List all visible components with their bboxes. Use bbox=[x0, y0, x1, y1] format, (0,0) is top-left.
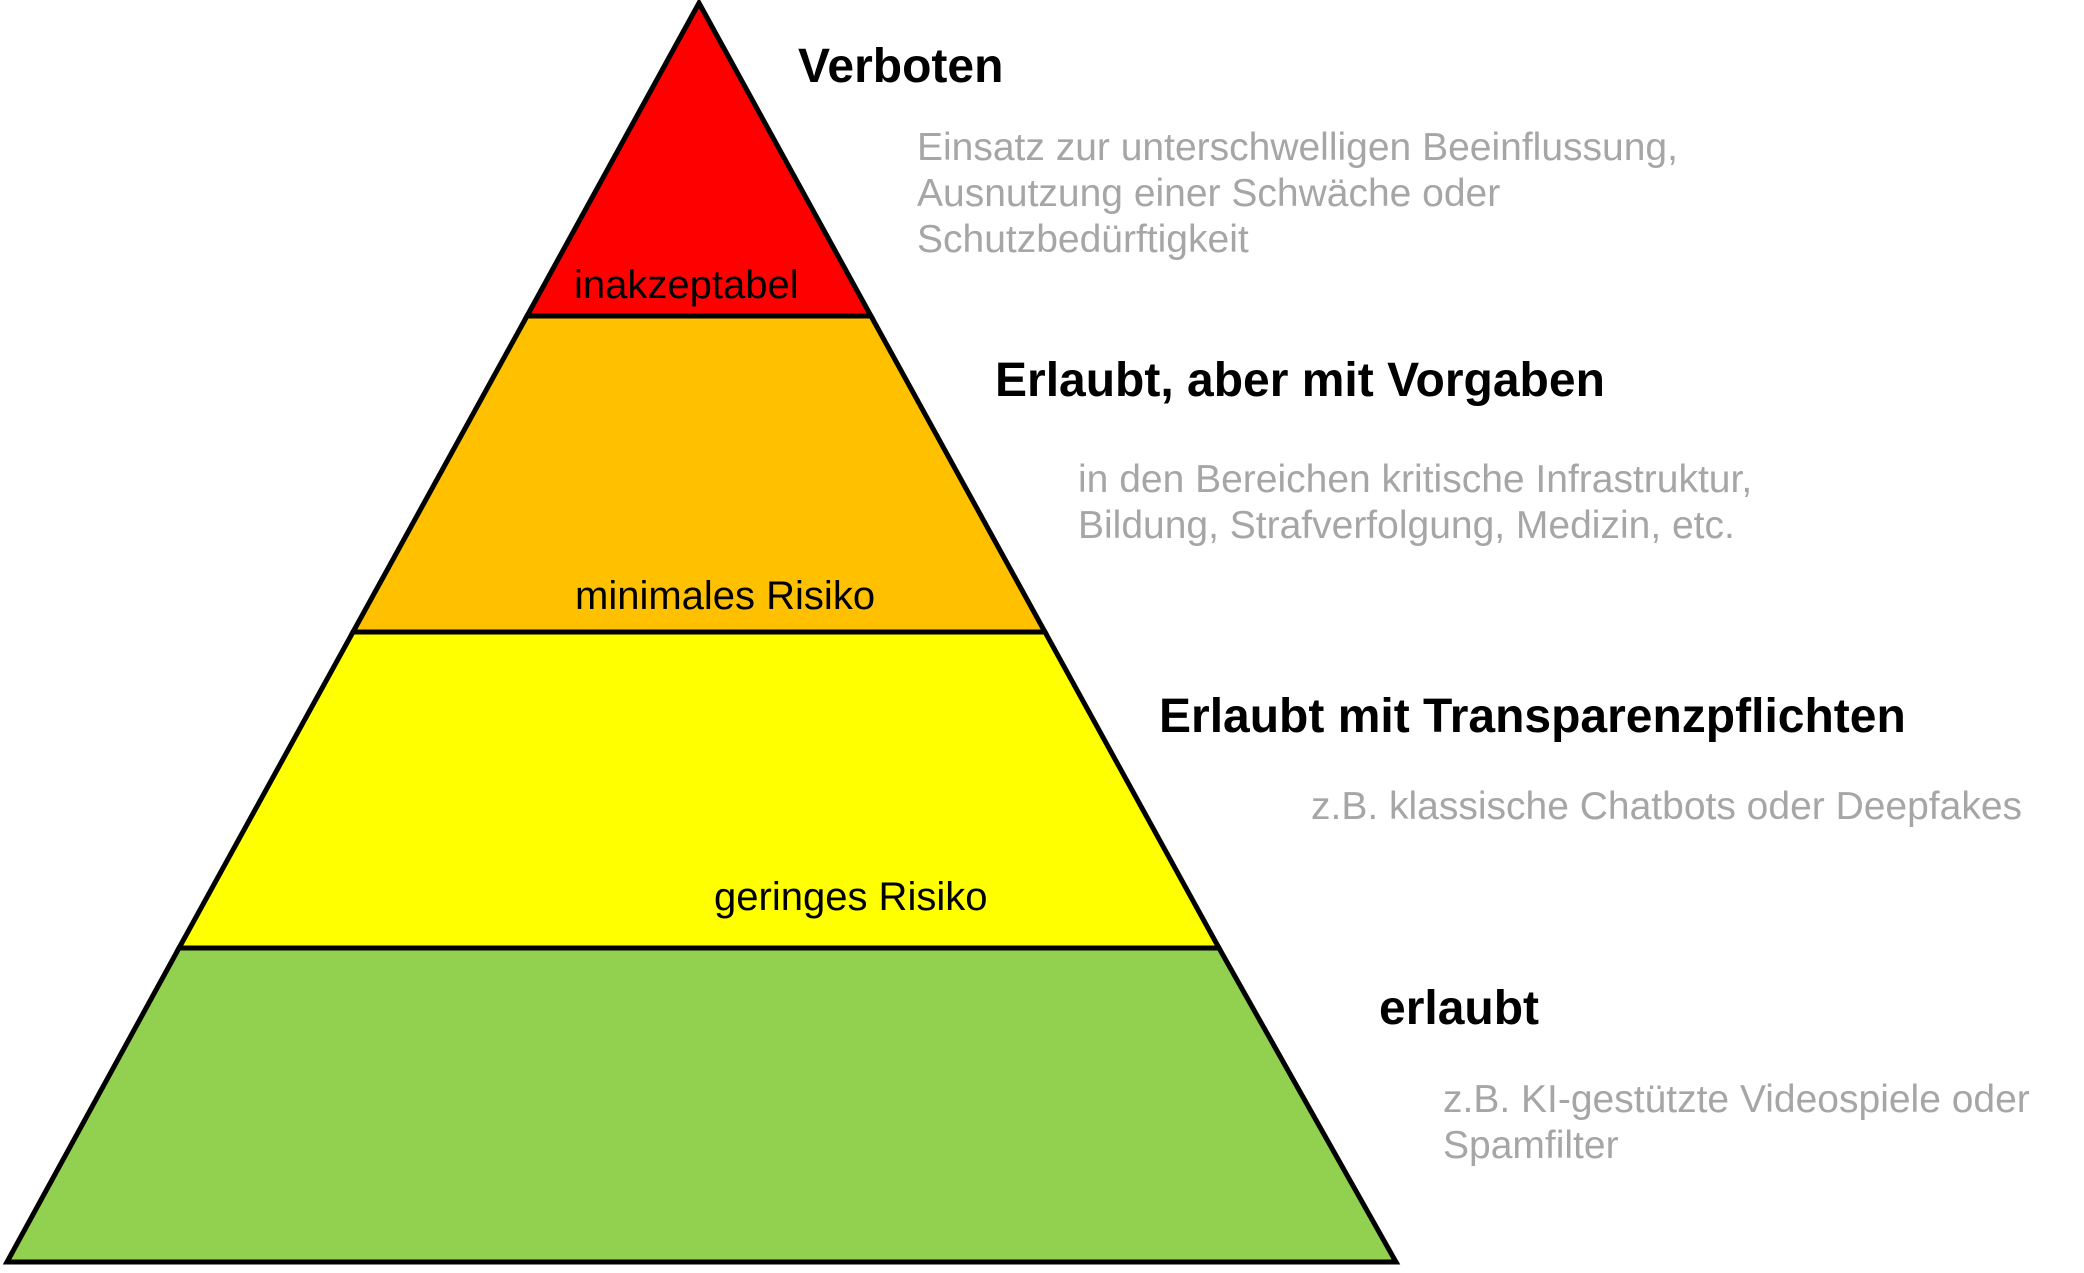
description-allowed: z.B. KI-gestützte Videospiele oder Spamf… bbox=[1443, 1077, 2030, 1169]
description-line: z.B. klassische Chatbots oder Deepfakes bbox=[1311, 785, 2023, 828]
description-line: in den Bereichen kritische Infrastruktur… bbox=[1078, 458, 1753, 501]
level-label-unacceptable: inakzeptabel bbox=[574, 263, 799, 307]
level-label-low-risk: geringes Risiko bbox=[714, 875, 988, 919]
description-allowed-with-transparency: z.B. klassische Chatbots oder Deepfakes bbox=[1311, 784, 2022, 830]
heading-allowed: erlaubt bbox=[1379, 982, 1540, 1035]
pyramid-tier-allowed bbox=[2, 945, 1401, 1265]
level-label-minimal-risk: minimales Risiko bbox=[575, 574, 876, 618]
description-line: z.B. KI-gestützte Videospiele oder bbox=[1443, 1078, 2030, 1121]
description-line: Bildung, Strafverfolgung, Medizin, etc. bbox=[1078, 504, 1735, 547]
heading-allowed-with-requirements: Erlaubt, aber mit Vorgaben bbox=[995, 354, 1605, 407]
description-line: Schutzbedürftigkeit bbox=[917, 218, 1249, 261]
description-forbidden: Einsatz zur unterschwelligen Beeinflussu… bbox=[917, 125, 1678, 263]
description-line: Ausnutzung einer Schwäche oder bbox=[917, 172, 1501, 215]
heading-forbidden: Verboten bbox=[798, 40, 1004, 93]
description-line: Einsatz zur unterschwelligen Beeinflussu… bbox=[917, 126, 1678, 169]
pyramid-tier-low-risk bbox=[174, 629, 1224, 951]
heading-allowed-with-transparency: Erlaubt mit Transparenzpflichten bbox=[1159, 690, 1906, 743]
description-allowed-with-requirements: in den Bereichen kritische Infrastruktur… bbox=[1078, 457, 1752, 549]
description-line: Spamfilter bbox=[1443, 1124, 1619, 1167]
